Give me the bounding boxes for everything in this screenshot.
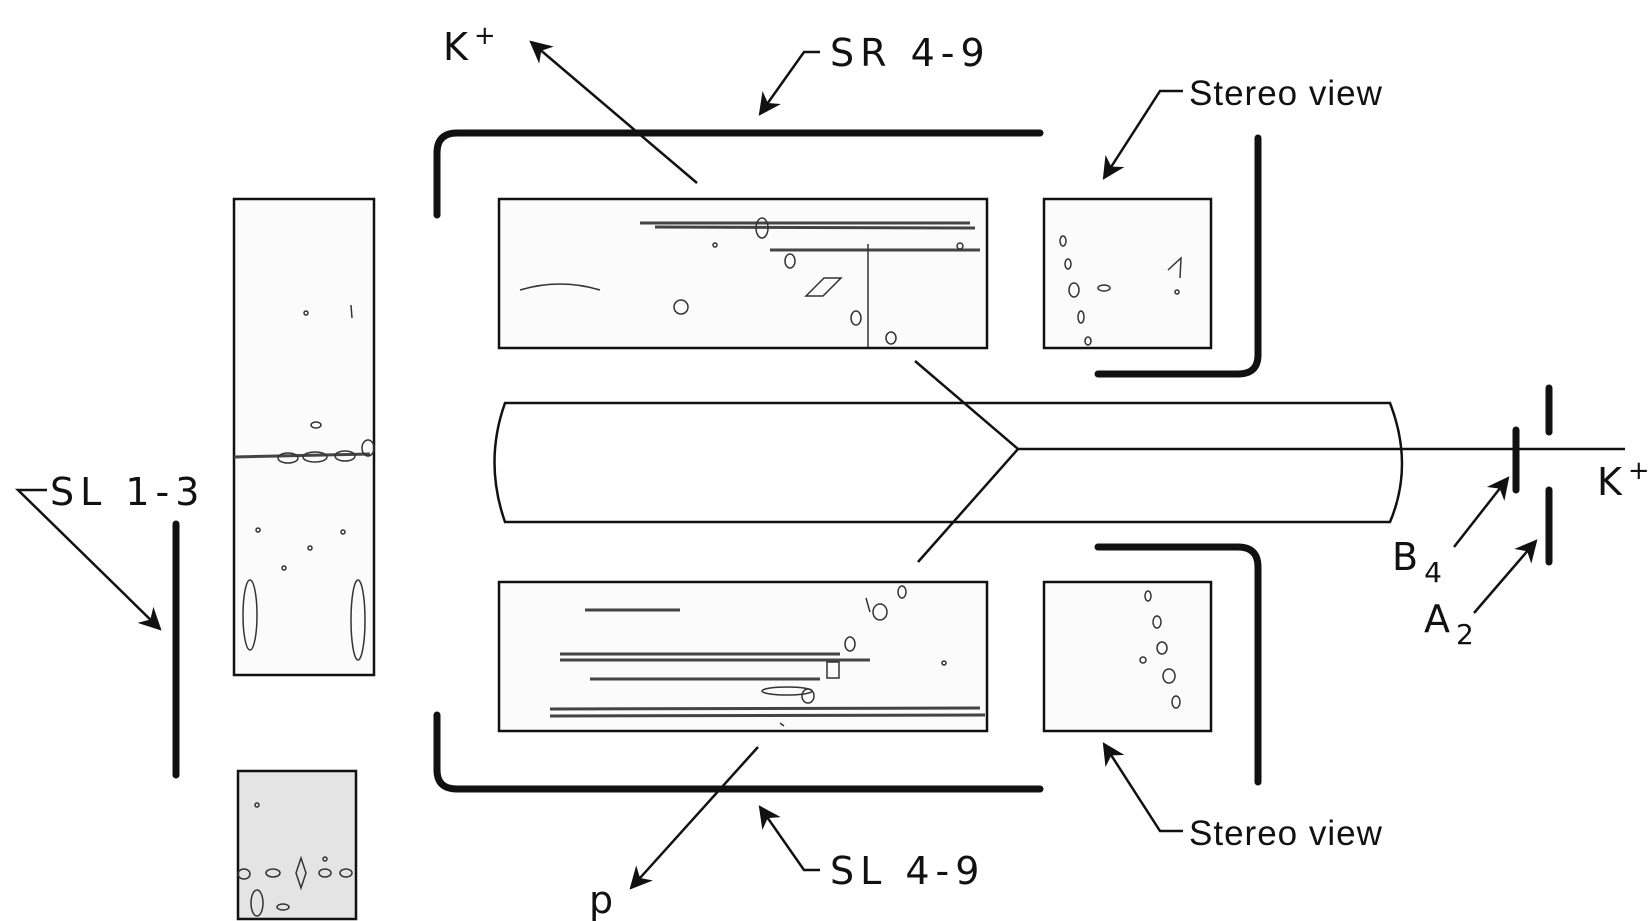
sl-4-9-leader [758,805,820,872]
k-plus-top-label: K+ [443,21,502,69]
p-arrow [629,746,759,890]
stereo-view-bottom-label: Stereo view [1189,814,1383,853]
spark-photo-sl-1-3 [232,197,376,677]
k-plus-top-arrow [529,40,698,184]
a2-label: A2 [1424,597,1480,651]
k-plus-right-label: K+ [1597,456,1650,504]
stereo-view-bottom-leader [1102,742,1183,833]
a2-leader [1473,539,1538,614]
spark-photo-top-main [497,197,989,350]
sl-4-9-chamber [433,711,1044,793]
sr-4-9-chamber [433,129,1044,219]
b4-leader [1453,476,1510,548]
target-cylinder [493,401,1404,524]
sl-4-9-label: SL 4-9 [830,849,985,893]
p-label: p [589,878,619,921]
spark-photo-top-stereo [1042,197,1213,350]
proton-track-in-target [917,448,1019,563]
stereo-chamber-bottom [1094,543,1262,786]
spark-photo-bottom-main [497,580,989,733]
sr-4-9-label: SR 4-9 [830,31,991,75]
sr-4-9-leader [758,50,820,116]
stereo-view-top-leader [1102,89,1183,180]
b4-label: B4 [1392,535,1448,589]
sl-1-3-label: SL 1-3 [50,470,205,514]
stereo-chamber-top [1094,134,1262,378]
spark-photo-bottom-stereo [1042,580,1213,733]
spark-photo-sl-1-3-small [236,769,358,921]
sl-1-3-leader [14,488,162,631]
kaon-track-in-target [914,360,1019,450]
stereo-view-top-label: Stereo view [1189,74,1383,113]
